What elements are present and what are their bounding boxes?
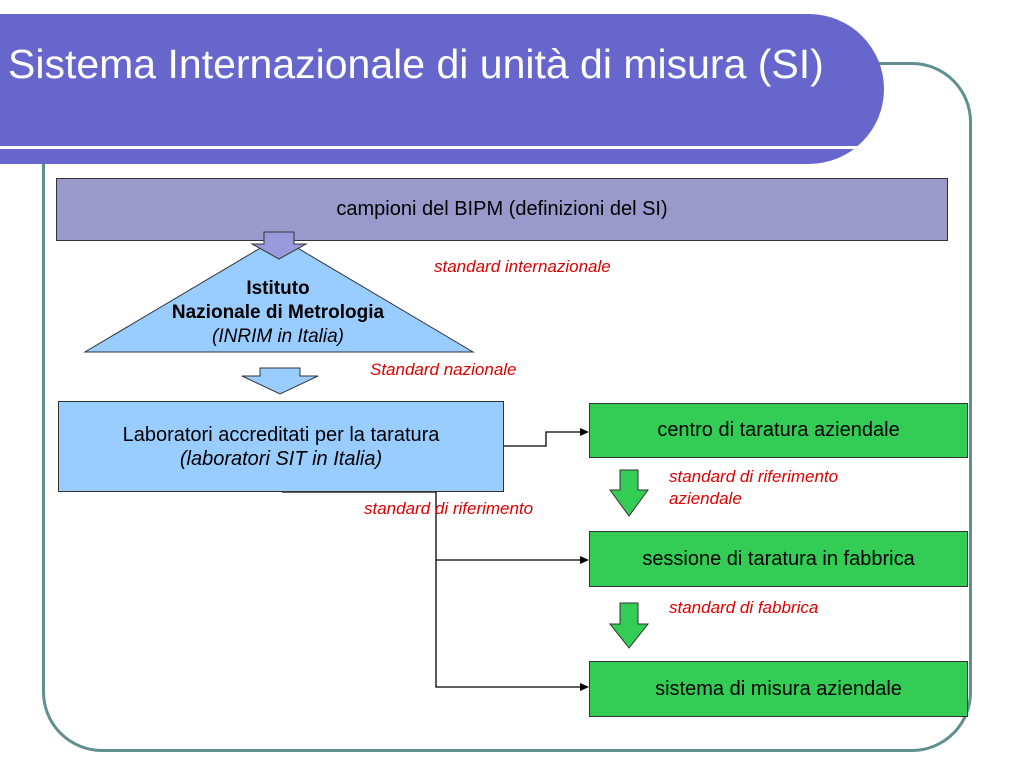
green-down-arrow-1 <box>609 469 649 517</box>
title-bar <box>0 14 884 164</box>
inrim-line2: Nazionale di Metrologia <box>171 302 385 323</box>
inrim-label: Istituto Nazionale di Metrologia (INRIM … <box>128 277 428 349</box>
annotation-riferimento-aziendale-line1: standard di riferimento <box>669 467 839 486</box>
inrim-triangle <box>83 236 475 353</box>
annotation-nazionale: Standard nazionale <box>370 360 517 379</box>
green-down-arrow-2 <box>608 602 650 649</box>
labs-line2: (laboratori SIT in Italia) <box>179 447 383 470</box>
inrim-line3: (INRIM in Italia) <box>212 326 344 347</box>
title-divider <box>0 146 862 149</box>
inrim-down-arrow <box>241 367 319 395</box>
sistema-label: sistema di misura aziendale <box>655 677 902 700</box>
centro-box: centro di taratura aziendale <box>589 403 968 458</box>
connector-arrowheads <box>580 428 589 691</box>
bipm-down-arrow <box>250 231 308 260</box>
inrim-line1: Istituto <box>246 278 310 299</box>
slide-title: Sistema Internazionale di unità di misur… <box>8 41 824 87</box>
bipm-box: campioni del BIPM (definizioni del SI) <box>56 178 948 241</box>
labs-box: Laboratori accreditati per la taratura (… <box>58 401 504 492</box>
sistema-box: sistema di misura aziendale <box>589 661 968 717</box>
centro-label: centro di taratura aziendale <box>657 419 900 441</box>
sessione-label: sessione di taratura in fabbrica <box>642 547 915 570</box>
labs-line1: Laboratori accreditati per la taratura <box>122 423 440 446</box>
annotation-riferimento-aziendale: standard di riferimento aziendale <box>669 466 838 510</box>
connector-lines <box>282 431 582 688</box>
sessione-box: sessione di taratura in fabbrica <box>589 531 968 587</box>
bipm-label: campioni del BIPM (definizioni del SI) <box>336 198 668 220</box>
annotation-riferimento-aziendale-line2: aziendale <box>669 489 742 508</box>
annotation-fabbrica: standard di fabbrica <box>669 598 819 617</box>
annotation-riferimento: standard di riferimento <box>364 499 534 518</box>
annotation-internazionale: standard internazionale <box>434 257 611 276</box>
